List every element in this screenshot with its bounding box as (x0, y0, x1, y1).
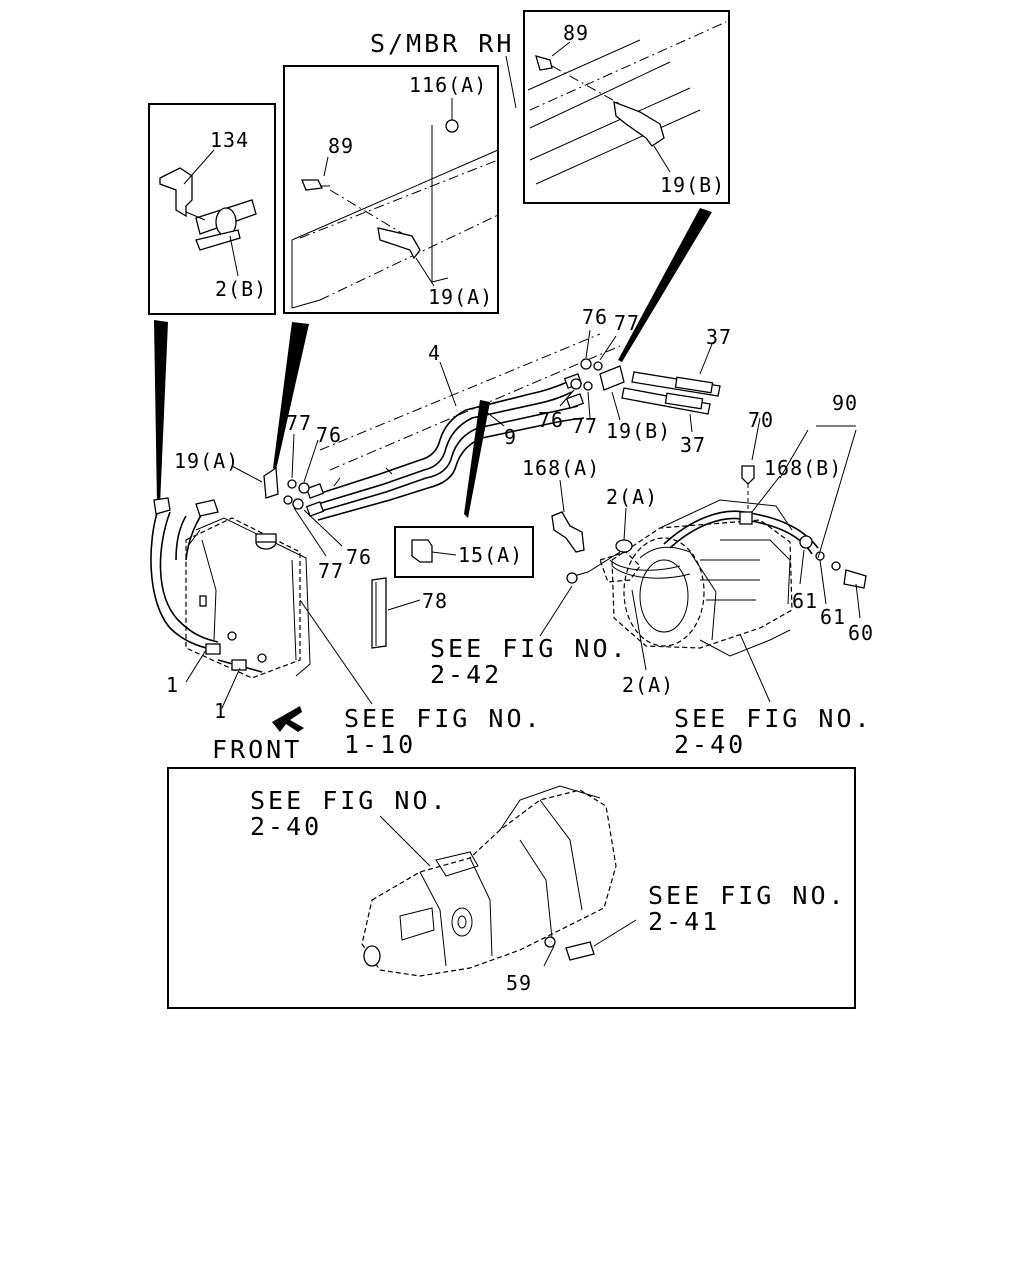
bracket-19b-box (613, 100, 665, 147)
label-19a-box: 19(A) (428, 285, 493, 309)
label-76-left: 76 (316, 423, 342, 447)
label-60: 60 (848, 621, 874, 645)
bolt-89-a (301, 179, 323, 191)
label-19b-mid: 19(B) (606, 419, 671, 443)
bracket-19a-box (377, 227, 421, 260)
label-19a-left: 19(A) (174, 449, 239, 473)
label-77-low: 77 (318, 559, 344, 583)
ref-2-42-line2: 2-42 (430, 660, 502, 689)
leader-134 (183, 149, 215, 185)
ref-fig-2-40: SEE FIG NO. 2-40 (674, 704, 873, 759)
plug-59-part (565, 941, 595, 961)
callout-wedge-15a (464, 400, 490, 518)
label-1-a: 1 (166, 673, 179, 697)
label-9: 9 (504, 425, 517, 449)
clip-15a-box: 15(A) (394, 526, 534, 578)
label-76-top: 76 (582, 305, 608, 329)
ref-2-42-line1: SEE FIG NO. (430, 634, 629, 663)
ref-2-41-line1: SEE FIG NO. (648, 881, 847, 910)
transmission-assembly: 70 90 168(B) 2(A) 61 61 60 2(A) (539, 391, 874, 703)
leader-2b (229, 235, 239, 277)
washers-right: 76 77 76 77 19(B) (538, 305, 671, 443)
inset-bracket-134: 134 2(B) (148, 103, 276, 315)
ref-2-40-line1: SEE FIG NO. (674, 704, 873, 733)
ref-fig-2-40-bottom: SEE FIG NO. 2-40 (250, 786, 449, 841)
label-76-mid: 76 (538, 408, 564, 432)
clip-15a-icon (411, 539, 433, 563)
label-134: 134 (210, 128, 249, 152)
label-77-mid: 77 (572, 414, 598, 438)
bracket-134-part (159, 167, 257, 251)
washer-59 (544, 936, 556, 948)
label-78: 78 (422, 589, 448, 613)
label-59: 59 (506, 971, 532, 995)
front-arrow: FRONT (212, 706, 304, 764)
label-61-a: 61 (792, 589, 818, 613)
label-2a-top: 2(A) (606, 485, 658, 509)
label-168b: 168(B) (764, 456, 842, 480)
radiator-assembly: 1 1 (150, 497, 373, 723)
label-61-b: 61 (820, 605, 846, 629)
ref-fig-2-42: SEE FIG NO. 2-42 (430, 634, 629, 689)
label-smbr-rh: S/MBR RH (370, 29, 514, 58)
ref-2-41-line2: 2-41 (648, 907, 720, 936)
clip-168a: 168(A) (522, 456, 600, 553)
frame-member-2 (291, 149, 499, 309)
ref-2-40b-line1: SEE FIG NO. (250, 786, 449, 815)
callout-wedge-19b (618, 208, 712, 362)
bottom-inset: 59 SEE FIG NO. 2-40 SEE FIG NO. 2-41 (167, 767, 856, 1009)
hoses-37: 37 37 (621, 325, 732, 457)
leader-4 (439, 361, 457, 407)
label-37-mid: 37 (680, 433, 706, 457)
inset-frame-19a (283, 65, 499, 314)
inset-frame-19b (523, 10, 730, 204)
inset-bracket-19b: 89 19(B) (523, 10, 730, 204)
label-76-low: 76 (346, 545, 372, 569)
label-2a-low: 2(A) (622, 673, 674, 697)
leader-9 (483, 409, 505, 427)
strip-78: 78 (371, 577, 448, 649)
label-77-left: 77 (286, 411, 312, 435)
frame-member-3 (527, 21, 727, 185)
label-116a: 116(A) (409, 73, 487, 97)
leader-smbr (505, 55, 517, 109)
label-15a: 15(A) (458, 543, 523, 567)
front-arrow-icon (272, 706, 304, 732)
ref-1-10-line2: 1-10 (344, 730, 416, 759)
label-4: 4 (428, 341, 441, 365)
washers-left: 77 76 19(A) 77 76 (174, 411, 372, 583)
label-90: 90 (832, 391, 858, 415)
label-168a: 168(A) (522, 456, 600, 480)
label-front: FRONT (212, 735, 302, 764)
transmission-bottom (361, 785, 637, 977)
label-77-top: 77 (614, 311, 640, 335)
label-19b-box: 19(B) (660, 173, 725, 197)
inset-bracket-19a: 116(A) 89 19(A) (283, 65, 499, 314)
label-37-top: 37 (706, 325, 732, 349)
inset-frame-134 (148, 103, 276, 315)
callout-wedge-134 (154, 320, 168, 505)
callout-wedge-19a (273, 322, 309, 470)
bolt-89-b (535, 55, 553, 71)
label-70: 70 (748, 408, 774, 432)
label-1-b: 1 (214, 699, 227, 723)
label-89-b: 89 (563, 21, 589, 45)
label-89-a: 89 (328, 134, 354, 158)
label-2b-top: 2(B) (215, 277, 267, 301)
ref-1-10-line1: SEE FIG NO. (344, 704, 543, 733)
nut-116a (445, 119, 459, 133)
ref-fig-1-10: SEE FIG NO. 1-10 (344, 704, 543, 759)
ref-2-40b-line2: 2-40 (250, 812, 322, 841)
ref-2-40-line2: 2-40 (674, 730, 746, 759)
bottom-inset-frame (167, 767, 856, 1009)
ref-fig-2-41: SEE FIG NO. 2-41 (648, 881, 847, 936)
